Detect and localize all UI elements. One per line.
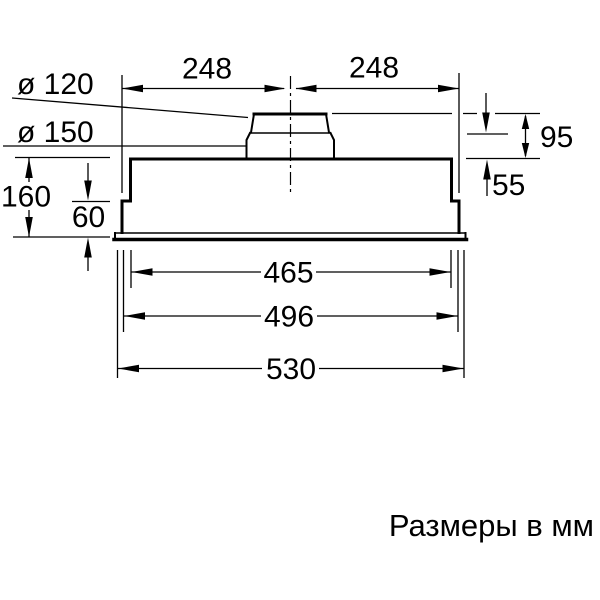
arrowhead-up bbox=[25, 158, 33, 178]
bottom-flange bbox=[112, 232, 469, 242]
dim-label-530: 530 bbox=[266, 353, 316, 386]
dim-label-55: 55 bbox=[492, 169, 525, 202]
duct-collar bbox=[245, 112, 335, 160]
arrowhead-down bbox=[521, 143, 530, 158]
dim-label-496: 496 bbox=[264, 301, 314, 334]
arrowhead-up bbox=[521, 114, 530, 129]
dimension-248-right: 248 bbox=[295, 52, 460, 193]
arrowhead-right bbox=[438, 84, 459, 93]
arrowhead-right bbox=[436, 312, 458, 320]
dimension-95: 95 bbox=[332, 112, 573, 160]
arrowhead-left bbox=[122, 84, 143, 93]
arrowhead-right bbox=[442, 364, 464, 373]
extension-lines bbox=[130, 250, 452, 288]
dimension-530: 530 bbox=[116, 250, 465, 386]
dim-label-465: 465 bbox=[263, 257, 313, 290]
extension-lines bbox=[116, 250, 465, 378]
arrowhead-down bbox=[25, 217, 33, 237]
callout-dia-150: ø 150 bbox=[3, 116, 246, 149]
arrowhead-left bbox=[124, 312, 145, 320]
label-mask bbox=[262, 355, 319, 383]
arrowhead-right bbox=[264, 84, 286, 93]
dimension-160: 160 bbox=[1, 156, 110, 238]
flange-sides bbox=[114, 232, 467, 239]
arrowhead-down bbox=[84, 180, 92, 201]
label-mask bbox=[261, 258, 316, 286]
dim-label-248-right: 248 bbox=[349, 52, 399, 85]
arrowhead-left bbox=[118, 364, 139, 373]
dimension-60: 60 bbox=[72, 163, 110, 271]
leader-line-120 bbox=[11, 97, 249, 119]
hood-outline bbox=[112, 76, 469, 242]
arrowhead-left bbox=[295, 84, 317, 93]
dimension-248-left: 248 bbox=[121, 53, 286, 193]
callout-dia-120: ø 120 bbox=[11, 68, 249, 119]
dim-label-95: 95 bbox=[540, 121, 573, 154]
arrowhead-down bbox=[482, 112, 490, 133]
arrowhead-up bbox=[84, 237, 92, 258]
label-mask bbox=[1, 182, 51, 210]
label-mask bbox=[261, 302, 317, 330]
extension-lines bbox=[122, 250, 459, 332]
dim-label-dia-150: ø 150 bbox=[17, 116, 94, 149]
arrowhead-right bbox=[429, 268, 451, 276]
units-caption: Размеры в мм bbox=[389, 508, 594, 543]
dim-label-60: 60 bbox=[72, 201, 105, 234]
dimension-55: 55 bbox=[467, 93, 525, 202]
collar-upper-sides bbox=[249, 112, 331, 134]
dim-label-160: 160 bbox=[1, 181, 51, 214]
dim-label-248-left: 248 bbox=[182, 53, 232, 86]
arrowhead-left bbox=[131, 268, 153, 276]
housing-body bbox=[120, 157, 461, 234]
arrowhead-up bbox=[483, 159, 491, 180]
dim-label-dia-120: ø 120 bbox=[17, 68, 94, 101]
dimension-465: 465 bbox=[130, 250, 452, 290]
collar-lower-sides bbox=[245, 131, 335, 160]
dimension-496: 496 bbox=[122, 250, 459, 334]
